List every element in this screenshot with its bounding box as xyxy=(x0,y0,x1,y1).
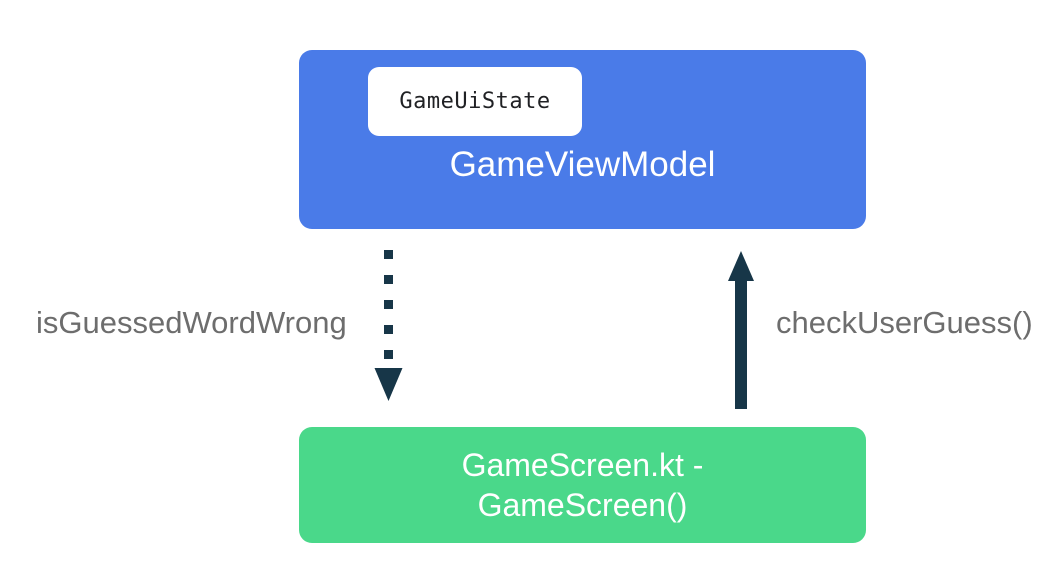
node-game-screen: GameScreen.kt - GameScreen() xyxy=(299,427,866,543)
event-flow-solid-arrow xyxy=(728,251,754,409)
dotted-arrow-head-icon xyxy=(374,368,403,401)
edge-label-is-guessed-word-wrong: isGuessedWordWrong xyxy=(36,305,347,340)
game-screen-label: GameScreen.kt - GameScreen() xyxy=(461,446,704,523)
edge-label-check-user-guess: checkUserGuess() xyxy=(776,305,1033,340)
state-flow-dotted-arrow xyxy=(374,250,403,401)
game-ui-state-chip: GameUiState xyxy=(368,67,582,136)
game-ui-state-label: GameUiState xyxy=(399,89,551,114)
solid-arrow-shaft xyxy=(735,275,747,409)
dotted-arrow-dots xyxy=(384,250,393,359)
game-view-model-label: GameViewModel xyxy=(449,145,716,184)
solid-arrow-head-icon xyxy=(728,251,754,281)
node-game-view-model: GameUiState GameViewModel xyxy=(299,50,866,229)
